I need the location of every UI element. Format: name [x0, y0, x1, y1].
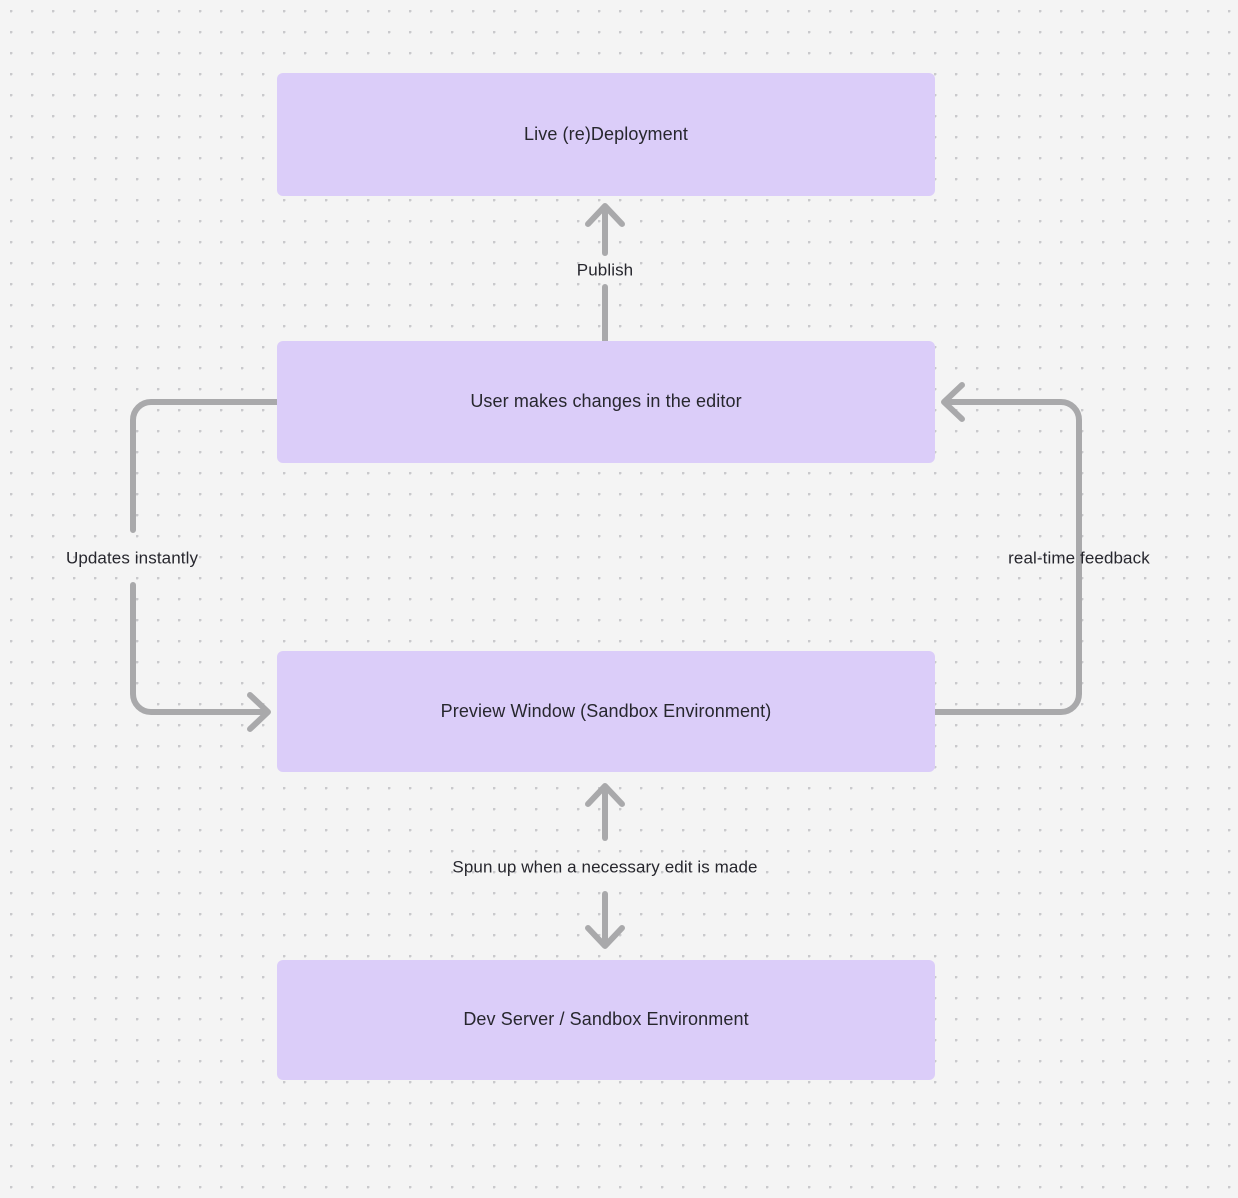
node-preview-window-label: Preview Window (Sandbox Environment): [440, 700, 772, 721]
edge-label-spun-up: Spun up when a necessary edit is made: [452, 857, 758, 877]
edge-label-real-time-feedback: real-time feedback: [1008, 548, 1150, 568]
node-user-edits[interactable]: User makes changes in the editor: [277, 341, 935, 463]
node-live-deployment[interactable]: Live (re)Deployment: [277, 73, 935, 196]
node-dev-server-label: Dev Server / Sandbox Environment: [463, 1009, 749, 1030]
edge-label-publish: Publish: [576, 260, 634, 280]
node-dev-server[interactable]: Dev Server / Sandbox Environment: [277, 960, 935, 1080]
node-live-deployment-label: Live (re)Deployment: [524, 123, 688, 144]
edge-label-updates-instantly: Updates instantly: [65, 548, 199, 568]
node-preview-window[interactable]: Preview Window (Sandbox Environment): [277, 651, 935, 772]
node-user-edits-label: User makes changes in the editor: [470, 391, 742, 412]
